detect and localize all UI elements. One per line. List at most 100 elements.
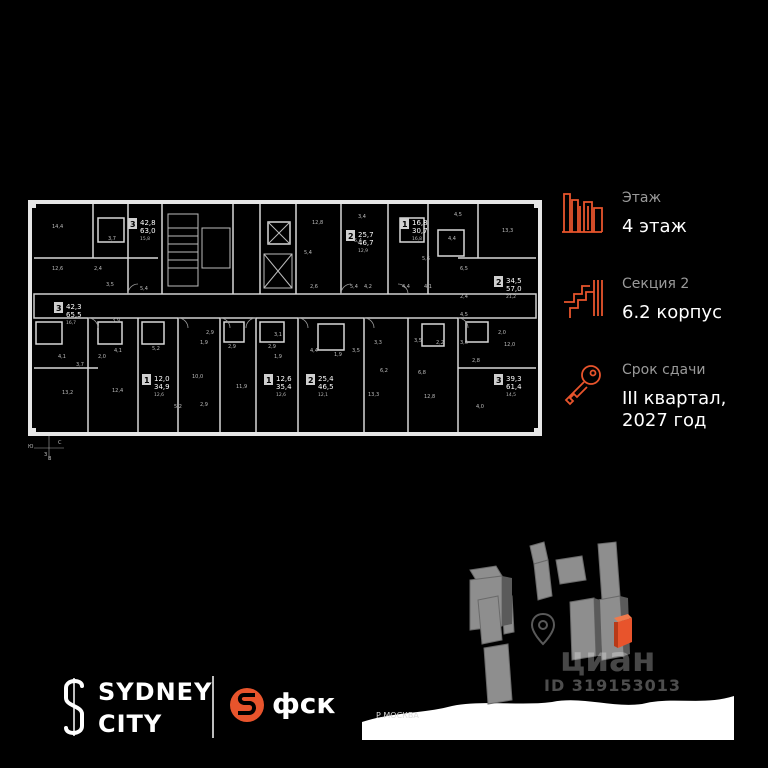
room-count-box: [306, 374, 315, 385]
room-area-label: 3,6: [460, 340, 468, 346]
living-area: 39,3: [506, 375, 522, 383]
living-area: 42,3: [66, 303, 82, 311]
room-count-box: [264, 374, 273, 385]
fsk-mark-icon: [230, 688, 264, 722]
city-word: CITY: [98, 710, 163, 738]
compass-east: С: [58, 440, 62, 446]
kitchen-area: 12,6: [276, 392, 286, 398]
compass-south: В: [48, 456, 52, 462]
room-area-label: 5,4: [140, 286, 148, 292]
section-info: Секция 2 6.2 корпус: [560, 276, 750, 336]
room-area-label: 11,9: [236, 384, 247, 390]
room-area-label: 13,2: [62, 390, 73, 396]
kitchen-area: 12,9: [358, 248, 368, 254]
living-area: 25,7: [358, 231, 374, 239]
room-count: 1: [266, 376, 272, 385]
watermark-brand: циан: [560, 640, 656, 680]
floor-info: Этаж 4 этаж: [560, 190, 750, 250]
room-count: 1: [402, 220, 408, 229]
fsk-logo: фск: [228, 683, 358, 727]
kitchen-area: 21,2: [506, 294, 516, 300]
room-area-label: 3,5: [414, 338, 422, 344]
room-area-label: 5,4: [304, 250, 312, 256]
room-area-label: 6,2: [380, 368, 388, 374]
room-area-label: 5,2: [152, 346, 160, 352]
room-area-label: 5,6: [422, 256, 430, 262]
room-count: 3: [496, 376, 502, 385]
room-area-label: 2,9: [206, 330, 214, 336]
room-area-label: 4,0: [476, 404, 484, 410]
apartment-badge[interactable]: 2 25,746,712,9: [346, 230, 374, 254]
room-area-label: 2,4: [460, 294, 468, 300]
room-area-label: 2,8: [472, 358, 480, 364]
room-area-label: 3,9: [112, 318, 120, 324]
kitchen-area: 15,8: [140, 236, 150, 242]
deadline-value-line1: III квартал,: [622, 388, 727, 409]
room-count-box: [142, 374, 151, 385]
total-area: 34,9: [154, 383, 170, 391]
room-area-label: 5,4: [350, 284, 358, 290]
room-area-label: 6,5: [460, 266, 468, 272]
section-label: Секция 2: [622, 276, 690, 292]
room-area-label: 1,9: [200, 340, 208, 346]
room-area-label: 3,7: [108, 236, 116, 242]
room-area-label: 2,0: [498, 330, 506, 336]
location-pin-icon: [530, 612, 556, 646]
room-area-label: 2,9: [268, 344, 276, 350]
kitchen-area: 12,6: [154, 392, 164, 398]
living-area: 12,0: [154, 375, 170, 383]
room-area-label: 3,5: [352, 348, 360, 354]
section-value: 6.2 корпус: [622, 302, 722, 323]
total-area: 46,7: [358, 239, 374, 247]
total-area: 30,7: [412, 227, 428, 235]
room-area-label: 10,0: [192, 374, 203, 380]
living-area: 12,6: [276, 375, 292, 383]
location-map: [362, 541, 734, 740]
kitchen-area: 16,8: [412, 236, 422, 242]
apartment-badge[interactable]: 1 16,830,716,8: [400, 218, 428, 242]
room-area-label: 4,1: [424, 284, 432, 290]
room-area-label: 4,4: [310, 348, 318, 354]
living-area: 42,8: [140, 219, 156, 227]
room-area-label: 4,4: [402, 284, 410, 290]
total-area: 61,4: [506, 383, 522, 391]
compass-north: Ю: [28, 444, 34, 450]
logo-divider: [212, 676, 214, 738]
fsk-wordmark: фск: [272, 687, 336, 720]
key-icon: [564, 365, 601, 406]
deadline-value-line2: 2027 год: [622, 410, 707, 431]
room-area-label: 4,5: [454, 212, 462, 218]
highlighted-building: [614, 614, 632, 648]
room-area-label: 3,7: [76, 362, 84, 368]
floor-label: Этаж: [622, 190, 662, 206]
building-shadows: [502, 576, 630, 656]
room-area-label: 4,1: [114, 348, 122, 354]
living-area: 16,8: [412, 219, 428, 227]
room-area-label: 1,9: [334, 352, 342, 358]
room-count: 2: [348, 232, 354, 241]
room-area-label: 14,4: [52, 224, 63, 230]
sydney-word: SYDNEY: [98, 678, 213, 706]
watermark-id: ID 319153013: [544, 676, 681, 695]
room-area-label: 3,4: [358, 214, 366, 220]
total-area: 63,0: [140, 227, 156, 235]
room-count-box: [494, 374, 503, 385]
door-swings: [87, 283, 469, 329]
room-area-label: 4,5: [460, 312, 468, 318]
wall-corners: [28, 200, 542, 436]
room-count-box: [346, 230, 355, 241]
deadline-info: Срок сдачи III квартал, 2027 год: [560, 362, 760, 438]
sydney-s-mark-icon: [64, 678, 84, 736]
room-count: 2: [496, 278, 502, 287]
stair-core: [167, 213, 293, 289]
room-count-box: [128, 218, 137, 229]
room-area-label: 12,4: [112, 388, 123, 394]
